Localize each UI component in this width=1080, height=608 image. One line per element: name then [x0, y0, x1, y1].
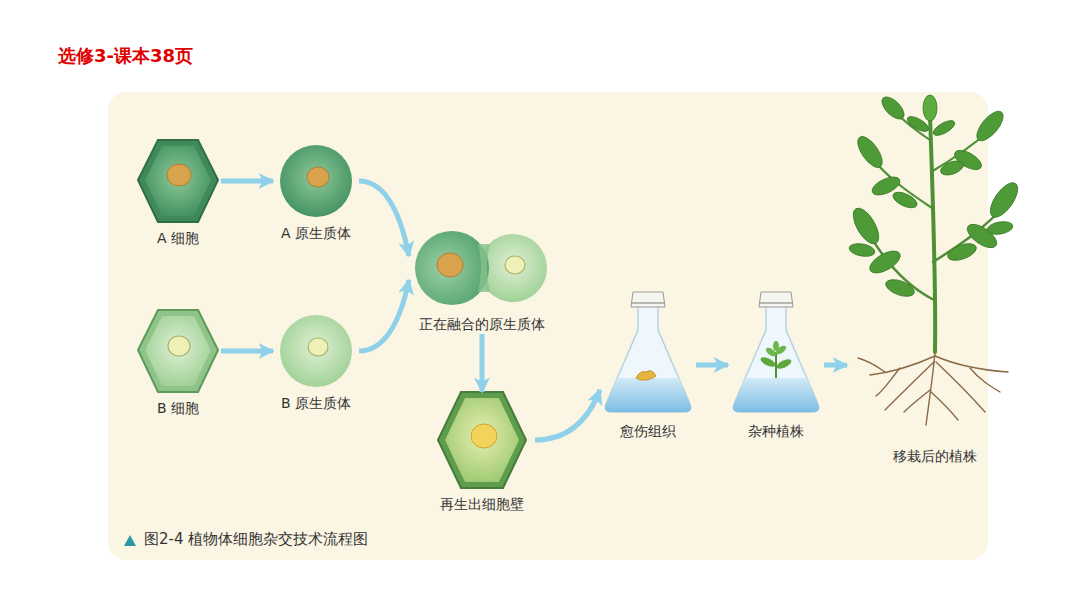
flow-arrow [359, 181, 409, 256]
panel [108, 92, 988, 560]
caption-marker [124, 535, 136, 546]
flow-arrow [480, 334, 485, 392]
step-label: 移栽后的植株 [847, 446, 1023, 466]
flow-arrow [221, 179, 273, 184]
page-title: 选修3-课本38页 [58, 44, 193, 68]
flow-arrow [221, 349, 273, 354]
step-label: 愈伤组织 [600, 421, 696, 441]
figure-step: 愈伤组织 [600, 290, 696, 441]
figure-caption: 图2-4 植物体细胞杂交技术流程图 [144, 530, 368, 549]
flow-arrow [824, 363, 847, 368]
step-label: 再生出细胞壁 [429, 494, 535, 514]
figure-step: 再生出细胞壁 [429, 392, 535, 514]
figure-step: 移栽后的植株 [847, 100, 1023, 466]
figure-step: B 原生质体 [273, 315, 359, 413]
figure-step: 杂种植株 [728, 290, 824, 441]
step-label: A 细胞 [135, 228, 221, 248]
flow-arrow [696, 363, 728, 368]
figure-step: 正在融合的原生质体 [409, 228, 555, 334]
figure-step: A 细胞 [135, 140, 221, 248]
step-label: B 细胞 [135, 398, 221, 418]
step-label: 杂种植株 [728, 421, 824, 441]
figure-step: A 原生质体 [273, 145, 359, 243]
flow-arrow [359, 280, 409, 351]
step-label: A 原生质体 [273, 223, 359, 243]
step-label: 正在融合的原生质体 [409, 314, 555, 334]
figure-step: B 细胞 [135, 310, 221, 418]
step-label: B 原生质体 [273, 393, 359, 413]
flow-arrow [535, 390, 600, 440]
